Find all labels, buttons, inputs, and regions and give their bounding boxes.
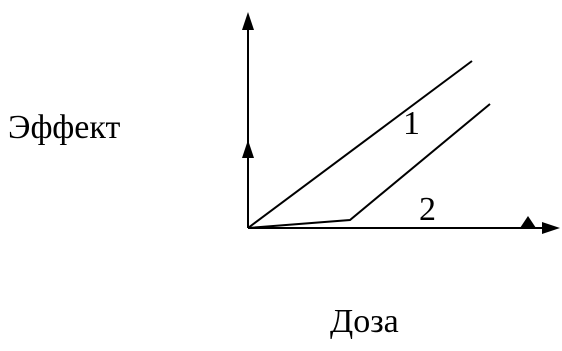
y-axis-label: Эффект — [8, 109, 121, 146]
x-axis-arrowhead — [542, 222, 560, 234]
curve-2-label: 2 — [419, 191, 436, 228]
curve-1-label: 1 — [403, 105, 420, 142]
x-axis-mid-arrowhead — [520, 216, 536, 228]
x-axis-label: Доза — [330, 303, 399, 340]
y-axis-mid-arrowhead — [242, 140, 254, 158]
curve-2-line — [247, 103, 491, 229]
y-axis-arrowhead — [242, 12, 254, 30]
curve-1-line — [247, 60, 473, 229]
